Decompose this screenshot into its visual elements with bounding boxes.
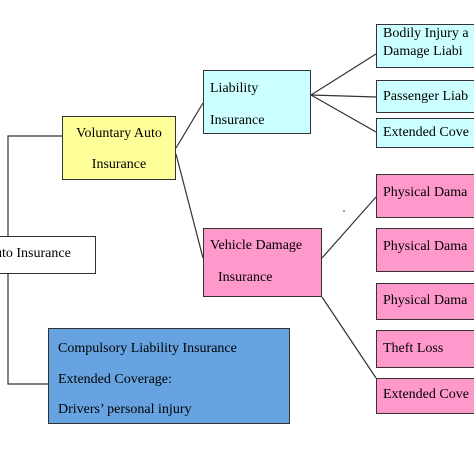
liability-label-line1: Liability bbox=[210, 81, 259, 96]
connector-liability-bodily bbox=[310, 53, 377, 96]
stray-dot bbox=[343, 210, 345, 212]
bodily-injury-line1: Bodily Injury a bbox=[383, 26, 469, 41]
extended-coverage-vehicle-label: Extended Cove bbox=[383, 387, 469, 402]
compulsory-label-line2: Extended Coverage: bbox=[58, 372, 172, 387]
theft-loss-node: Theft Loss bbox=[376, 330, 474, 368]
passenger-liability-label: Passenger Liab bbox=[383, 89, 469, 104]
connector-voluntary-vehicle bbox=[175, 153, 204, 259]
connector-voluntary-liability bbox=[175, 102, 204, 149]
theft-loss-label: Theft Loss bbox=[383, 341, 444, 356]
bodily-injury-node: Bodily Injury a Damage Liabi bbox=[376, 24, 474, 68]
physical-damage-label-1: Physical Dama bbox=[383, 185, 468, 200]
voluntary-auto-insurance-node: Voluntary Auto Insurance bbox=[62, 116, 176, 180]
physical-damage-node-1: Physical Dama bbox=[376, 174, 474, 218]
extended-coverage-liability-label: Extended Cove bbox=[383, 125, 469, 140]
vehicle-label-line2: Insurance bbox=[218, 270, 273, 285]
connector-root-compulsory bbox=[7, 274, 48, 385]
connector-vehicle-extended bbox=[321, 296, 377, 379]
vehicle-label-line1: Vehicle Damage bbox=[210, 238, 303, 253]
physical-damage-label-2: Physical Dama bbox=[383, 239, 468, 254]
liability-label-line2: Insurance bbox=[210, 113, 265, 128]
compulsory-liability-node: Compulsory Liability Insurance Extended … bbox=[48, 328, 290, 424]
extended-coverage-vehicle-node: Extended Cove bbox=[376, 378, 474, 414]
extended-coverage-liability-node: Extended Cove bbox=[376, 118, 474, 148]
physical-damage-node-3: Physical Dama bbox=[376, 283, 474, 320]
connector-root-voluntary bbox=[7, 135, 62, 236]
liability-insurance-node: Liability Insurance bbox=[203, 70, 311, 134]
root-label: uto Insurance bbox=[0, 246, 71, 261]
voluntary-label-line2: Insurance bbox=[91, 157, 147, 172]
compulsory-label-line3: Drivers’ personal injury bbox=[58, 402, 192, 417]
physical-damage-label-3: Physical Dama bbox=[383, 293, 468, 308]
connector-liability-passenger bbox=[310, 94, 377, 98]
voluntary-label-line1: Voluntary Auto bbox=[76, 126, 162, 141]
connector-liability-extended bbox=[310, 94, 377, 133]
vehicle-damage-insurance-node: Vehicle Damage Insurance bbox=[203, 228, 322, 297]
compulsory-label-line1: Compulsory Liability Insurance bbox=[58, 341, 237, 356]
root-node: uto Insurance bbox=[0, 236, 96, 274]
physical-damage-node-2: Physical Dama bbox=[376, 228, 474, 272]
passenger-liability-node: Passenger Liab bbox=[376, 80, 474, 113]
bodily-injury-line2: Damage Liabi bbox=[383, 44, 463, 59]
connector-vehicle-physical-1 bbox=[321, 196, 377, 259]
